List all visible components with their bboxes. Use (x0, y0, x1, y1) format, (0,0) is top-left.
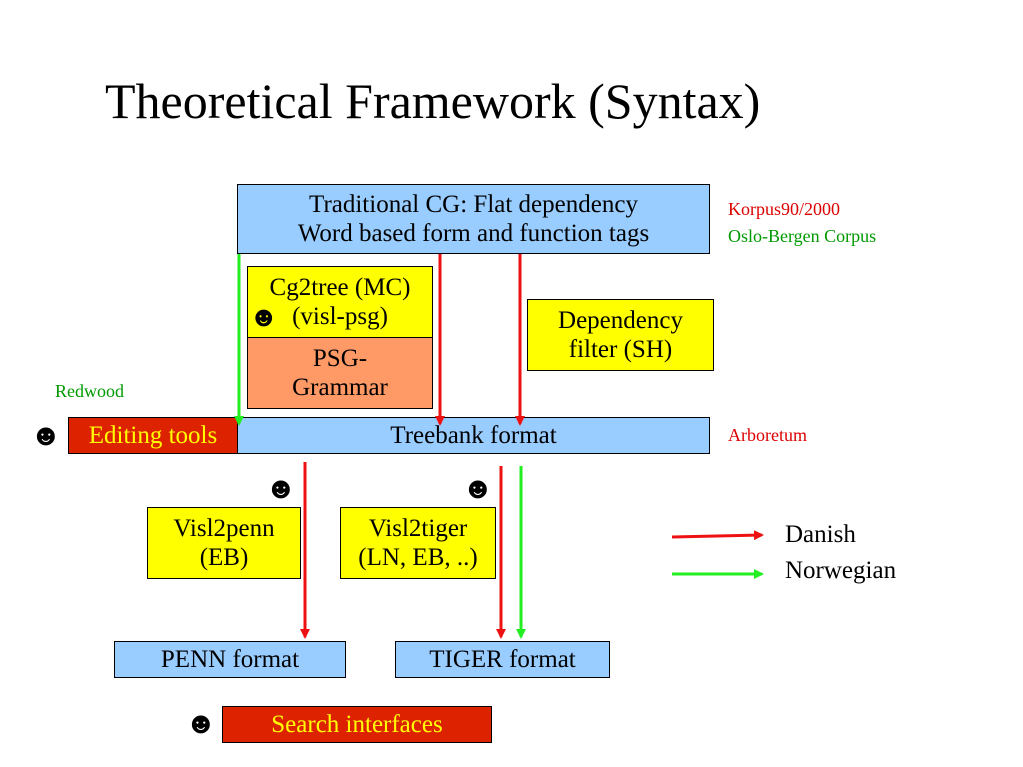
dependency-filter-box: Dependency filter (SH) (527, 299, 714, 371)
smiley-icon: ☻ (462, 472, 494, 505)
psg-grammar-line2: Grammar (292, 374, 388, 401)
smiley-icon: ☻ (249, 302, 279, 333)
tiger-format-box: TIGER format (395, 641, 610, 678)
penn-format-box: PENN format (114, 641, 346, 678)
arboretum-note: Arboretum (728, 425, 807, 445)
visl2tiger-line1: Visl2tiger (368, 514, 468, 542)
tiger-format-label: TIGER format (429, 645, 576, 673)
legend-danish-label: Danish (785, 521, 856, 548)
korpus-note: Korpus90/2000 (728, 199, 840, 219)
smiley-icon: ☻ (185, 707, 217, 740)
editing-tools-label: Editing tools (88, 421, 218, 449)
visl2tiger-line2: (LN, EB, ..) (358, 544, 478, 571)
search-interfaces-label: Search interfaces (271, 710, 443, 738)
legend-danish-arrow (671, 530, 764, 541)
treebank-format-label: Treebank format (390, 421, 557, 449)
smiley-icon: ☻ (30, 419, 62, 452)
traditional-cg-line1: Traditional CG: Flat dependency (309, 190, 638, 218)
psg-grammar-line1: PSG- (312, 344, 368, 372)
visl2tiger-box: Visl2tiger (LN, EB, ..) (340, 507, 496, 579)
cg2tree-line1: Cg2tree (MC) (269, 273, 411, 301)
penn-format-label: PENN format (160, 645, 300, 673)
traditional-cg-box: Traditional CG: Flat dependency Word bas… (237, 184, 710, 254)
cg2tree-line2: (visl-psg) (292, 303, 388, 330)
legend-norwegian-label: Norwegian (785, 557, 897, 584)
oslo-bergen-note: Oslo-Bergen Corpus (728, 226, 877, 246)
smiley-icon: ☻ (265, 472, 297, 505)
cg2tree-box: Cg2tree (MC) (visl-psg) (247, 266, 433, 338)
redwood-note: Redwood (55, 381, 124, 401)
visl2penn-line2: (EB) (199, 544, 249, 571)
treebank-format-box: Treebank format (237, 417, 710, 454)
visl2penn-box: Visl2penn (EB) (147, 507, 301, 579)
dependency-filter-line1: Dependency (558, 306, 683, 334)
traditional-cg-line2: Word based form and function tags (297, 220, 650, 247)
editing-tools-box: Editing tools (68, 417, 238, 454)
visl2penn-line1: Visl2penn (173, 514, 275, 542)
search-interfaces-box: Search interfaces (222, 706, 492, 743)
psg-grammar-box: PSG- Grammar (247, 337, 433, 409)
page-title: Theoretical Framework (Syntax) (105, 73, 761, 129)
dependency-filter-line2: filter (SH) (568, 336, 673, 363)
